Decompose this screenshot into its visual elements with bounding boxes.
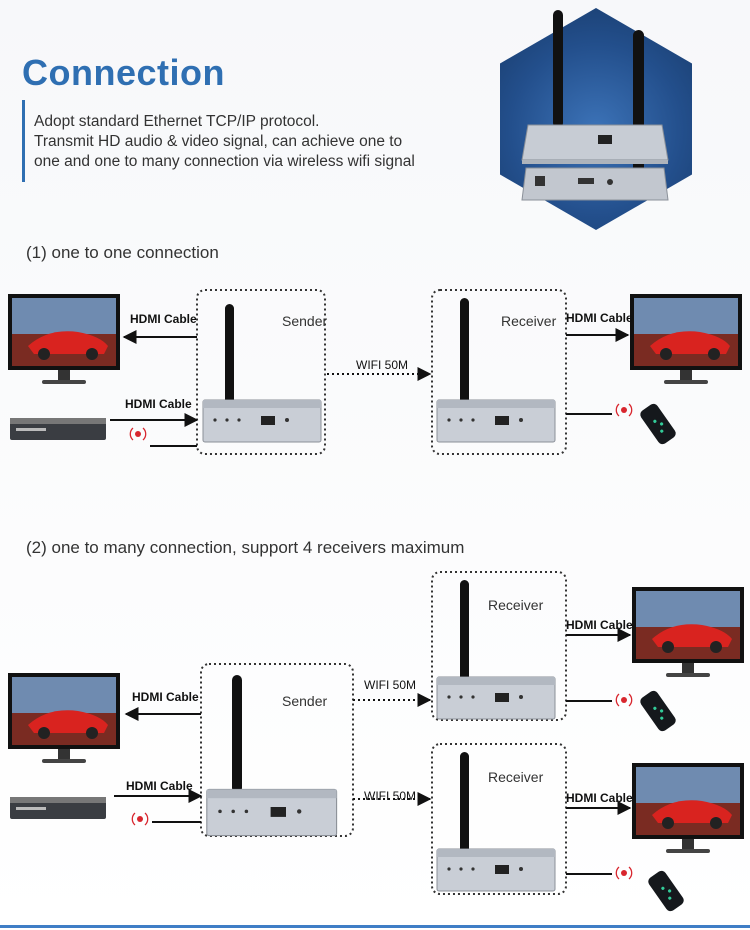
section-2-remote-2 xyxy=(646,868,686,914)
section-2-ir-emitter-1 xyxy=(615,693,633,707)
section-1-heading: (1) one to one connection xyxy=(26,243,219,262)
section-2-diagram xyxy=(8,571,744,914)
section-1-receiver-device xyxy=(436,399,556,443)
description-accent-bar xyxy=(22,100,25,182)
section-2-hdmi-in-label: HDMI Cable xyxy=(126,779,193,793)
section-2-sender-device xyxy=(206,788,338,837)
product-antenna-left xyxy=(553,10,563,128)
section-2-source-tv xyxy=(8,673,120,763)
section-1-ir-emitter-right xyxy=(615,403,633,417)
section-2-heading: (2) one to many connection, support 4 re… xyxy=(26,538,465,557)
section-1-sender-box xyxy=(196,289,326,455)
section-2-receiver-2-box xyxy=(431,743,567,895)
product-hero-image xyxy=(521,10,669,201)
section-2-receiver-1-antenna xyxy=(460,580,469,684)
description-line-2: Transmit HD audio & video signal, can ac… xyxy=(34,133,403,150)
description-line-3: one and one to many connection via wirel… xyxy=(34,153,415,170)
section-2-receiver-2-antenna xyxy=(460,752,469,856)
section-1-display-tv xyxy=(630,294,742,384)
section-1-source-tv xyxy=(8,294,120,384)
section-1-receiver-antenna xyxy=(460,298,469,408)
product-unit-top xyxy=(521,124,669,161)
section-1-sender-antenna xyxy=(225,304,234,406)
section-2-remote-1 xyxy=(638,688,678,734)
section-1-hdmi-rx-label: HDMI Cable xyxy=(566,311,633,325)
section-2-receiver-2-label: Receiver xyxy=(488,769,544,785)
section-2-sender-antenna xyxy=(232,675,242,793)
section-1-receiver-label: Receiver xyxy=(501,313,557,329)
section-2-receiver-1-box xyxy=(431,571,567,721)
section-2-wifi-label-1: WIFI 50M xyxy=(364,678,417,692)
section-1-sender-label: Sender xyxy=(282,313,328,329)
section-1-media-player xyxy=(10,418,106,440)
section-2-hdmi-rx-1-label: HDMI Cable xyxy=(566,618,633,632)
section-2-hdmi-out-label: HDMI Cable xyxy=(132,690,199,704)
section-1-hdmi-out-label: HDMI Cable xyxy=(130,312,197,326)
section-1-receiver-box xyxy=(431,289,567,455)
section-2-wifi-label-2: WIFI 50M xyxy=(364,789,417,803)
section-2-receiver-1-device xyxy=(436,676,556,720)
section-1-diagram xyxy=(8,289,742,455)
section-2-media-player xyxy=(10,797,106,819)
description: Adopt standard Ethernet TCP/IP protocol.… xyxy=(34,112,474,172)
section-1-remote xyxy=(638,401,678,447)
section-2-ir-sensor-left xyxy=(131,812,149,826)
bottom-accent-line xyxy=(0,925,750,928)
section-2-display-tv-2 xyxy=(632,763,744,853)
page-title: Connection xyxy=(22,52,225,93)
section-2-hdmi-rx-2-label: HDMI Cable xyxy=(566,791,633,805)
section-1-wifi-label: WIFI 50M xyxy=(356,358,409,372)
product-unit-bottom xyxy=(521,167,669,201)
section-1-ir-sensor-left xyxy=(129,427,147,441)
section-2-display-tv-1 xyxy=(632,587,744,677)
section-1-hdmi-in-label: HDMI Cable xyxy=(125,397,192,411)
section-2-sender-label: Sender xyxy=(282,693,328,709)
section-2-receiver-2-device xyxy=(436,848,556,892)
section-1-sender-device xyxy=(202,399,322,443)
section-2-sender-box xyxy=(200,663,354,837)
section-2-ir-emitter-2 xyxy=(615,866,633,880)
description-line-1: Adopt standard Ethernet TCP/IP protocol. xyxy=(34,113,320,130)
section-2-receiver-1-label: Receiver xyxy=(488,597,544,613)
